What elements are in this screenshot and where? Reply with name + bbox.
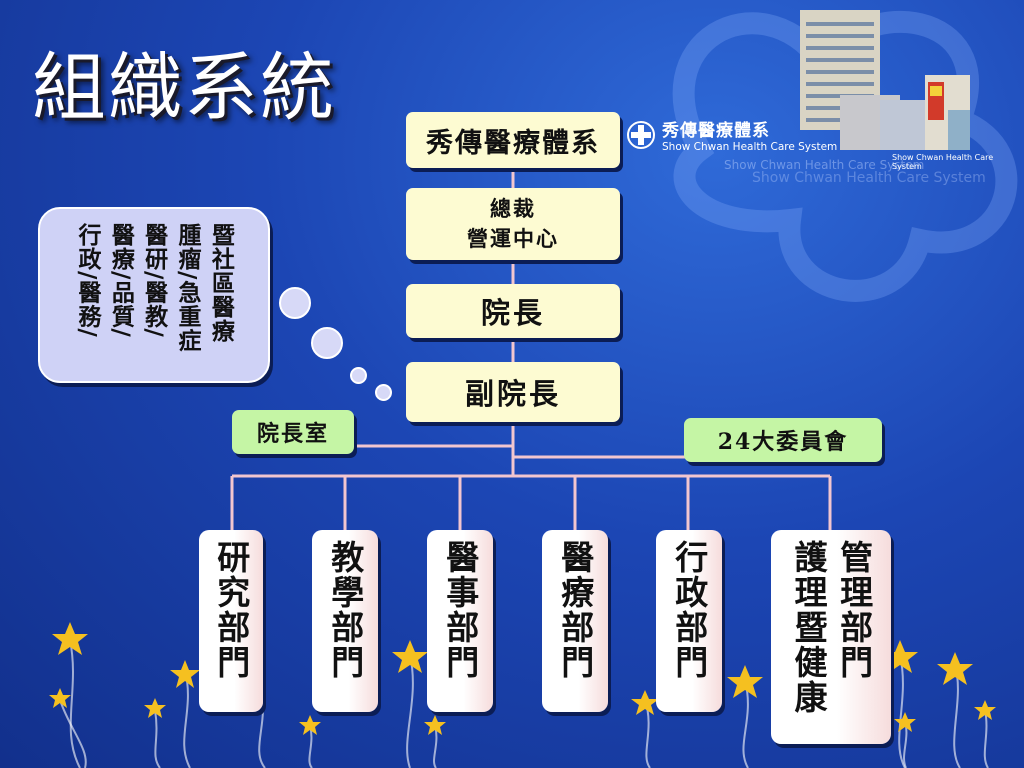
brand-emblem-icon	[627, 120, 655, 149]
org-node-committees: 24大委員會	[684, 418, 882, 462]
dept-label: 醫事部門	[440, 540, 480, 680]
callout-line: 醫研/醫教/	[140, 223, 168, 338]
hospital-building-image	[800, 10, 970, 150]
dept-label: 行政部門	[669, 540, 709, 680]
callout-line: 醫療/品質/	[107, 223, 135, 338]
dept-medical-affairs: 醫事部門	[427, 530, 493, 712]
star-icons	[49, 622, 996, 735]
brand-name-cn: 秀傳醫療體系	[662, 121, 770, 141]
dept-label: 醫療部門	[555, 540, 595, 680]
dept-label-col2: 管理部門	[834, 540, 874, 680]
dept-administration: 行政部門	[656, 530, 722, 712]
org-node-ceo-operations: 總裁 營運中心	[406, 188, 620, 260]
org-node-health-system: 秀傳醫療體系	[406, 112, 620, 168]
dept-nursing-health: 護理暨健康 管理部門	[771, 530, 891, 744]
dept-teaching: 教學部門	[312, 530, 378, 712]
ghost-text-1: Show Chwan Health Care System	[724, 158, 925, 172]
callout-line: 暨社區醫療	[207, 223, 235, 343]
callout-scope: 行政/醫務/ 醫療/品質/ 醫研/醫教/ 腫瘤/急重症 暨社區醫療	[38, 207, 270, 383]
photo-caption: Show Chwan Health Care System	[892, 153, 994, 171]
brand-name-en: Show Chwan Health Care System	[662, 141, 838, 153]
callout-bubble	[311, 327, 343, 359]
dept-research: 研究部門	[199, 530, 263, 712]
brand-logo: 秀傳醫療體系 Show Chwan Health Care System	[626, 116, 837, 153]
dept-label-col1: 護理暨健康	[789, 540, 828, 715]
org-node-vice-president: 副院長	[406, 362, 620, 422]
callout-bubble	[279, 287, 311, 319]
org-node-president-office: 院長室	[232, 410, 354, 454]
ghost-text-2: Show Chwan Health Care System	[752, 170, 986, 186]
slide-title: 組織系統	[32, 45, 336, 131]
callout-bubble	[375, 384, 392, 401]
operations-center-label: 營運中心	[467, 226, 559, 251]
swirl-decoration	[672, 10, 1018, 302]
callout-line: 腫瘤/急重症	[174, 223, 202, 353]
dept-label: 研究部門	[211, 540, 251, 680]
callout-bubble	[350, 367, 367, 384]
dept-medical-care: 醫療部門	[542, 530, 608, 712]
org-node-president: 院長	[406, 284, 620, 338]
ceo-label: 總裁	[490, 195, 536, 221]
dept-label: 教學部門	[325, 540, 365, 680]
callout-line: 行政/醫務/	[73, 223, 101, 338]
